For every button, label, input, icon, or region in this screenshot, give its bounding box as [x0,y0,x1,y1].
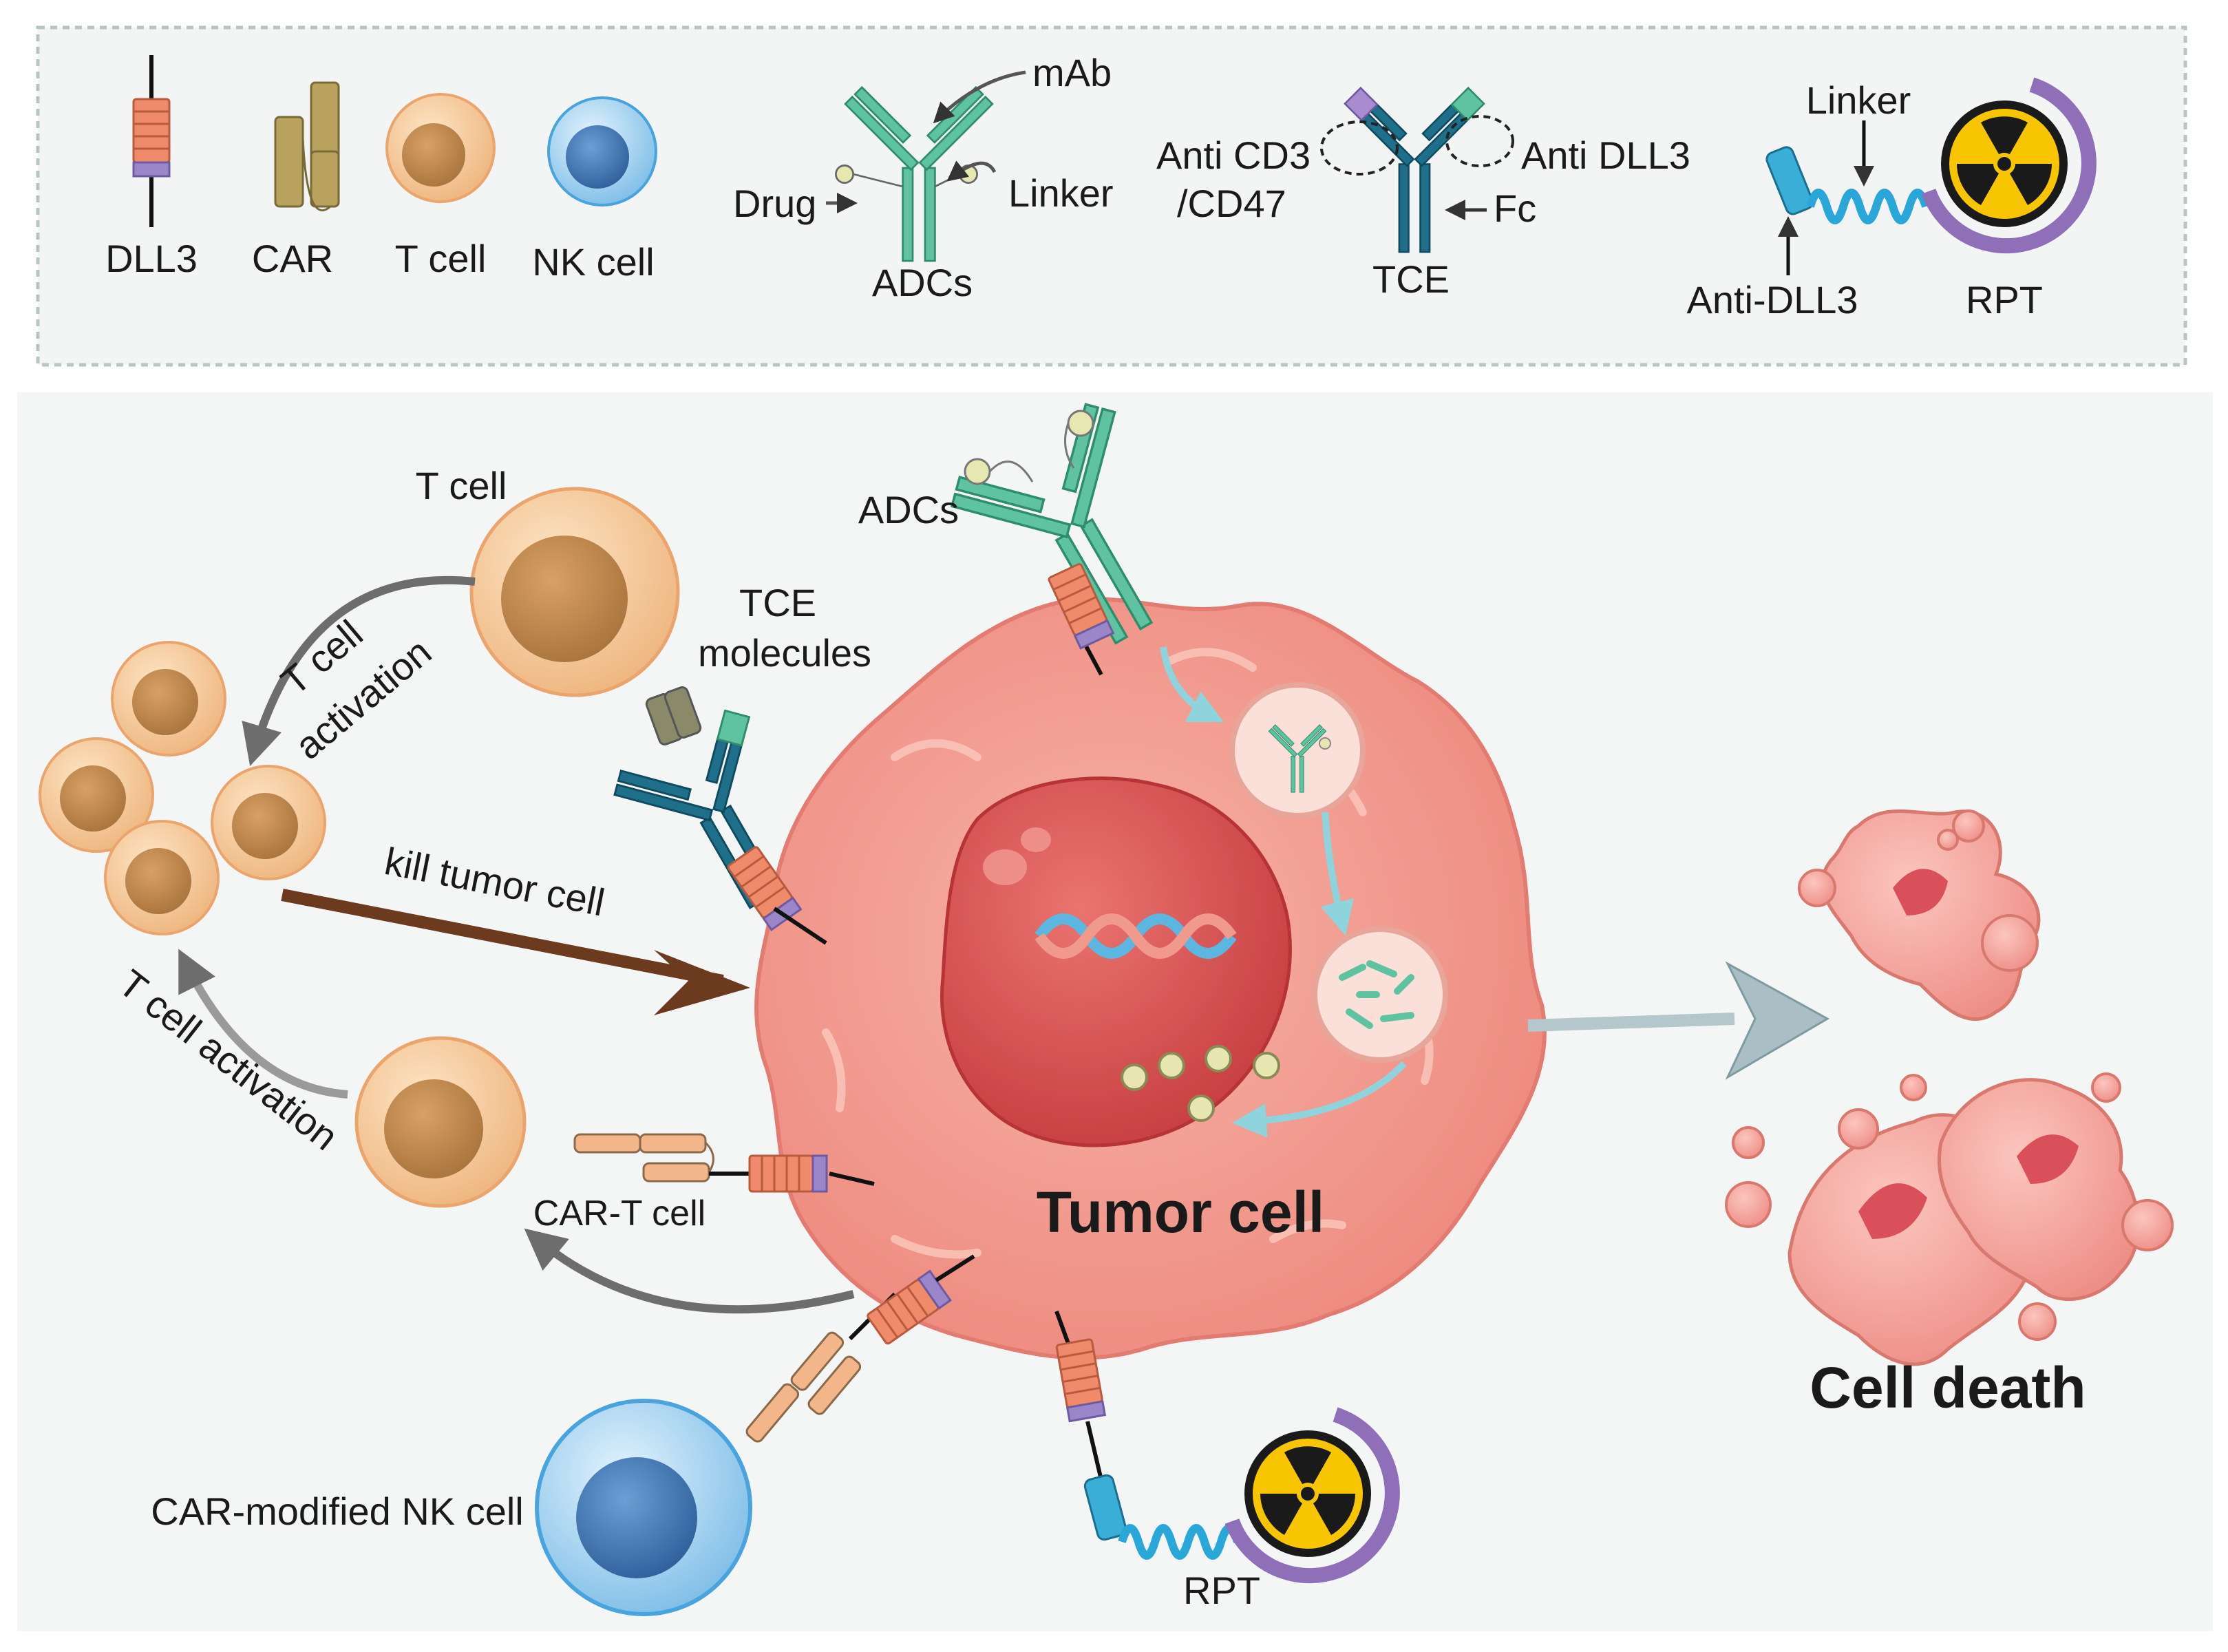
activated-t-cell-cluster [39,641,326,935]
tumor-nucleus [940,776,1292,1147]
legend-t-cell-label: T cell [395,237,487,280]
legend-dll3-label: DLL3 [105,237,198,280]
legend-tce-label: TCE [1372,257,1450,301]
legend-rpt-label: RPT [1966,278,2043,321]
tumor-cell-label: Tumor cell [1037,1180,1325,1245]
rpt-main-label: RPT [1183,1569,1260,1612]
endosome-vesicle-2 [1312,926,1448,1063]
anti-dll3-dashed-circle [1445,115,1514,167]
tce-bound-molecule [613,686,827,945]
kill-tumor-cell-arrow [281,889,750,1015]
legend-linker-rpt-label: Linker [1806,78,1911,122]
tce-legend-icon [1344,87,1485,253]
t-cell-top-label: T cell [416,464,507,507]
released-drug-beads [1121,1045,1280,1122]
legend-nk-cell-label: NK cell [532,240,654,284]
car-legend-icon [274,81,340,211]
internalization-arrow-2 [1320,812,1354,936]
t-cell-top [469,487,680,697]
adcs-main-label: ADCs [858,488,959,531]
dll3-legend-icon [132,55,171,227]
legend-adcs-label: ADCs [872,261,973,304]
cell-death-arrow [1527,961,1830,1080]
legend-drug-label: Drug [733,182,816,225]
legend-panel: DLL3 CAR T cell NK cell [36,25,2187,367]
t-cell-activation-arrow-bottom [178,949,348,1099]
legend-linker-adc-label: Linker [1008,171,1114,215]
car-nk-cell-label: CAR-modified NK cell [151,1490,524,1533]
internalization-arrow-1 [1160,646,1224,722]
car-t-receptor [573,1133,875,1193]
mab-pointer-arrow [933,70,1026,124]
t-cell-legend-icon [385,93,496,203]
tce-molecules-label-2: molecules [698,631,871,675]
cell-death-label: Cell death [1810,1355,2086,1420]
drug-release-arrow [1232,1061,1407,1139]
linker-adc-pointer-arrow [946,160,997,182]
rpt-legend-icon [1765,85,2089,246]
car-nk-receptor [745,1254,975,1443]
car-t-cell [354,1036,527,1208]
tce-molecules-label-1: TCE [739,581,816,624]
rpt-bound-conjugate [1054,1310,1392,1576]
dead-cell-fragments [1725,809,2174,1366]
dna-helix-icon [1035,913,1237,959]
legend-anti-dll3-label: Anti DLL3 [1521,134,1690,177]
car-t-cell-label: CAR-T cell [533,1194,705,1233]
car-nk-cell [535,1399,752,1616]
anti-cd3-dashed-circle [1320,120,1399,176]
t-cell-activation-arrow-top [242,575,476,767]
tumor-to-car-t-arrow [524,1228,855,1314]
legend-mab-label: mAb [1032,51,1112,94]
legend-anti-dll3-rpt-label: Anti-DLL3 [1686,278,1858,321]
legend-car-label: CAR [252,237,333,280]
legend-anti-cd3-label-2: /CD47 [1177,182,1286,225]
endosome-vesicle-1 [1229,682,1366,818]
legend-fc-label: Fc [1494,187,1536,230]
adc-bound-antibody [940,392,1217,681]
legend-anti-cd3-label-1: Anti CD3 [1156,134,1311,177]
nk-cell-legend-icon [547,96,657,206]
